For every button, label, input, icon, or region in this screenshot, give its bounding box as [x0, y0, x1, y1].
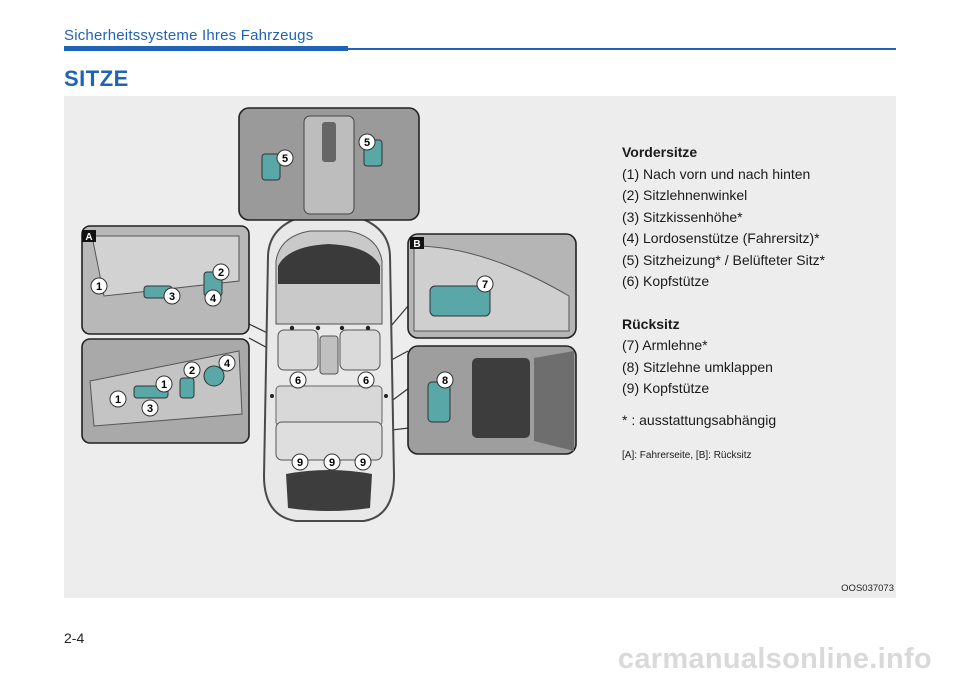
- svg-text:9: 9: [360, 457, 366, 469]
- callout-9a: 9: [291, 453, 309, 471]
- callout-9c: 9: [354, 453, 372, 471]
- callout-3a: 3: [163, 287, 181, 305]
- svg-text:6: 6: [295, 375, 301, 387]
- section-title: Sicherheitssysteme Ihres Fahrzeugs: [64, 27, 314, 44]
- svg-text:9: 9: [329, 457, 335, 469]
- inset-label-b: B: [413, 239, 420, 250]
- svg-text:4: 4: [210, 293, 217, 305]
- svg-text:5: 5: [282, 153, 288, 165]
- figure-code: OOS037073: [841, 583, 894, 594]
- seats-illustration: 1 2 3 4 1 1 2 3 4 5 5 6 6 7 8 9 9 9 A B: [81, 107, 577, 522]
- callout-2a: 2: [212, 263, 230, 281]
- inset-b-lower: [407, 345, 577, 455]
- inset-label-a: A: [85, 232, 92, 243]
- legend-item-6: (6) Kopfstütze: [622, 273, 710, 289]
- svg-text:1: 1: [161, 379, 167, 391]
- callout-7: 7: [476, 275, 494, 293]
- svg-text:5: 5: [364, 137, 370, 149]
- legend-panel: Vordersitze (1) Nach vorn und nach hinte…: [622, 142, 892, 463]
- svg-text:4: 4: [224, 358, 231, 370]
- svg-text:6: 6: [363, 375, 369, 387]
- svg-text:3: 3: [147, 403, 153, 415]
- legend-item-5: (5) Sitzheizung* / Belüfteter Sitz*: [622, 251, 826, 268]
- svg-text:3: 3: [169, 291, 175, 303]
- callout-3b: 3: [141, 399, 159, 417]
- svg-text:9: 9: [297, 457, 303, 469]
- car-top-view: [262, 215, 396, 522]
- legend-item-1: (1) Nach vorn und nach hinten: [622, 165, 811, 182]
- callout-6a: 6: [289, 371, 307, 389]
- legend-item-9: (9) Kopfstütze: [622, 380, 710, 396]
- svg-text:1: 1: [115, 394, 121, 406]
- legend-item-7: (7) Armlehne*: [622, 337, 708, 353]
- svg-text:2: 2: [218, 267, 224, 279]
- inset-a: [81, 225, 250, 335]
- svg-text:7: 7: [482, 279, 488, 291]
- callout-6b: 6: [357, 371, 375, 389]
- insets-note: [A]: Fahrerseite, [B]: Rücksitz: [622, 450, 752, 461]
- inset-console: [238, 107, 420, 221]
- legend-item-2: (2) Sitzlehnenwinkel: [622, 187, 748, 203]
- svg-text:1: 1: [96, 281, 102, 293]
- callout-4a: 4: [204, 289, 222, 307]
- front-seats-heading: Vordersitze: [622, 144, 698, 160]
- callout-8: 8: [436, 371, 454, 389]
- callout-5a: 5: [276, 149, 294, 167]
- legend-item-4: (4) Lordosenstütze (Fahrersitz)*: [622, 230, 820, 246]
- seat-mount-dots: [270, 325, 388, 398]
- watermark: carmanualsonline.info: [617, 643, 932, 675]
- page-number: 2-4: [64, 630, 85, 646]
- callout-5b: 5: [358, 133, 376, 151]
- page-heading: SITZE: [64, 66, 129, 91]
- callout-4b: 4: [218, 354, 236, 372]
- callout-2b: 2: [183, 361, 201, 379]
- callout-1c: 1: [155, 375, 173, 393]
- callout-1a: 1: [90, 277, 108, 295]
- seats-figure: 1 2 3 4 1 1 2 3 4 5 5 6 6 7 8 9 9 9 A B …: [64, 96, 896, 598]
- equipment-note: * : ausstattungsabhängig: [622, 411, 777, 428]
- callout-1b: 1: [109, 390, 127, 408]
- svg-text:8: 8: [442, 375, 448, 387]
- header-rule-thin: [348, 48, 896, 50]
- svg-text:2: 2: [189, 365, 195, 377]
- legend-item-8: (8) Sitzlehne umklappen: [622, 358, 773, 375]
- header-rule-thick: [64, 46, 348, 51]
- callout-9b: 9: [323, 453, 341, 471]
- legend-item-3: (3) Sitzkissenhöhe*: [622, 208, 743, 225]
- rear-seat-heading: Rücksitz: [622, 315, 680, 332]
